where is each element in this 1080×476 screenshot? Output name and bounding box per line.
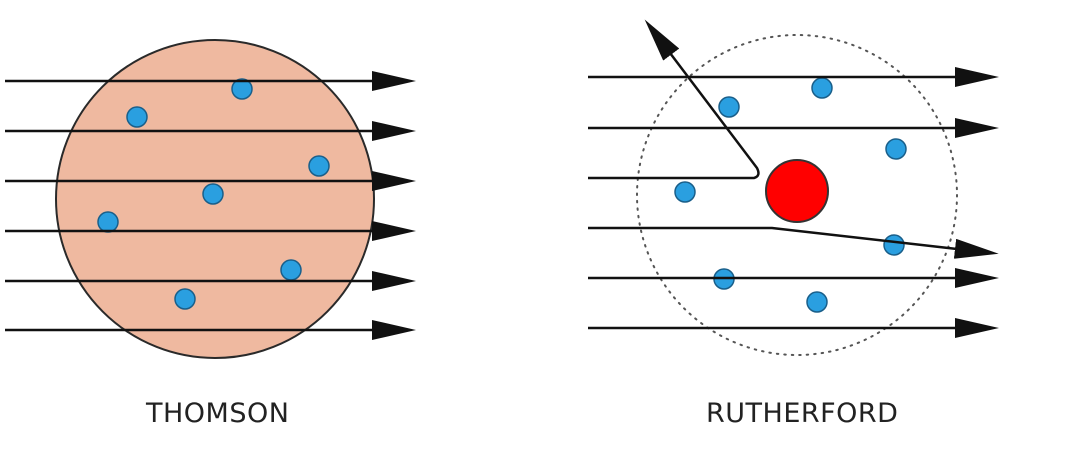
electron [202,183,224,205]
electron [718,96,740,118]
rutherford-model [588,19,999,356]
thomson-label: THOMSON [146,398,290,429]
thomson-alpha-rays [5,71,416,340]
electron [885,138,907,160]
rutherford-nucleus [765,159,829,223]
electron [674,181,696,203]
thomson-model [5,39,416,359]
alpha-ray-deflected [588,226,999,259]
electron [231,78,253,100]
rutherford-label: RUTHERFORD [706,398,899,429]
rutherford-alpha-rays [588,19,999,338]
thomson-electrons [97,78,330,310]
electron [126,106,148,128]
rutherford-atom-boundary [636,34,958,356]
electron [308,155,330,177]
alpha-ray-backscattered [588,19,760,180]
electron [811,77,833,99]
electron [883,234,905,256]
electron [280,259,302,281]
electron [806,291,828,313]
electron [97,211,119,233]
electron [174,288,196,310]
